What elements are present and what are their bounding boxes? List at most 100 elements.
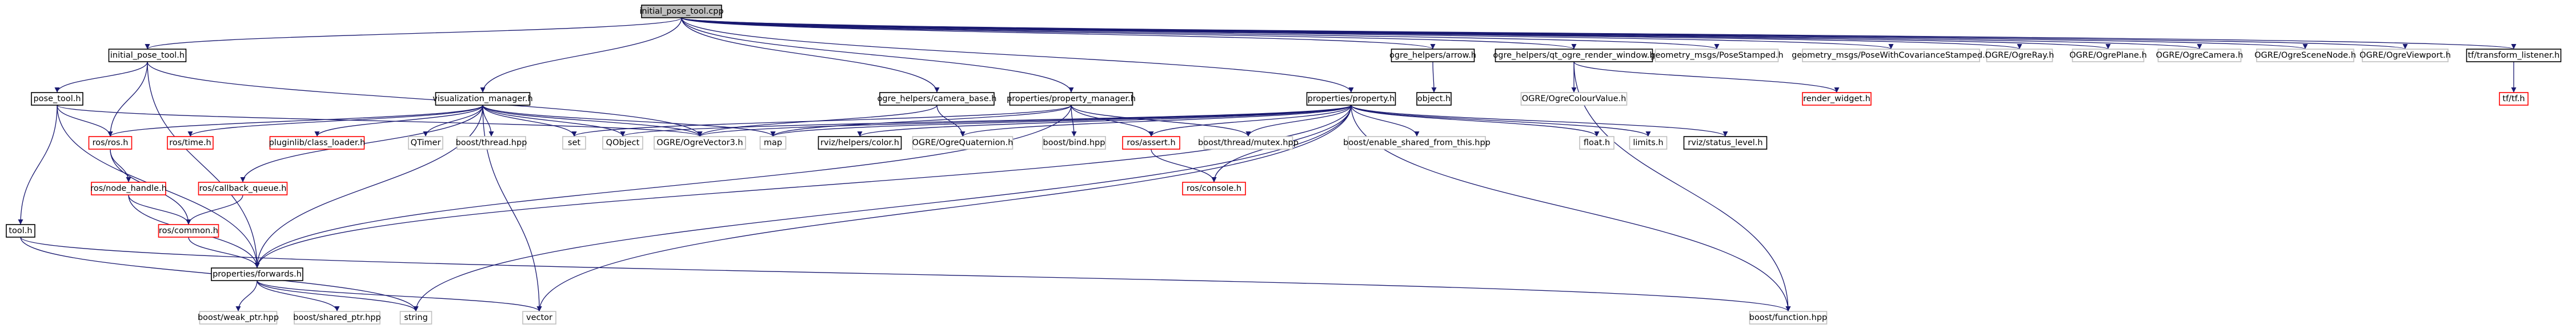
- node-boost_thread_mutex_hpp: boost/thread/mutex.hpp: [1198, 136, 1299, 150]
- node-properties_property_h[interactable]: properties/property.h: [1306, 92, 1396, 106]
- edge-ros_common_h-to-properties_forwards_h: [188, 237, 260, 269]
- node-tf_transform_listener_h[interactable]: tf/transform_listener.h: [2466, 49, 2562, 62]
- node-label: float.h: [1584, 138, 1610, 147]
- edge-initial_pose_tool_cpp-to-tf_transform_listener_h: [681, 17, 2516, 50]
- node-label: ogre_helpers/camera_base.h: [878, 94, 997, 103]
- node-rviz_status_level_h[interactable]: rviz/status_level.h: [1683, 136, 1768, 150]
- edges-layer: [18, 17, 2517, 312]
- edge-initial_pose_tool_cpp-to-properties_property_manager_h: [681, 17, 1074, 93]
- edge-visualization_manager_h-to-QObject: [482, 105, 626, 137]
- edge-properties_property_manager_h-to-set: [571, 105, 1072, 137]
- node-label: boost/thread/mutex.hpp: [1198, 138, 1299, 147]
- node-label: ogre_helpers/arrow.h: [1389, 51, 1476, 60]
- node-box: [1986, 49, 2053, 62]
- edge-visualization_manager_h-to-QTimer: [423, 105, 483, 137]
- edge-ros_ros_h-to-ros_node_handle_h: [110, 149, 131, 183]
- node-label: OGRE/OgreColourValue.h: [1522, 94, 1626, 103]
- node-visualization_manager_h[interactable]: visualization_manager.h: [432, 92, 533, 106]
- node-ros_time_h: ros/time.h: [167, 136, 214, 150]
- node-box: [269, 136, 365, 150]
- node-box: [1749, 311, 1828, 325]
- node-initial_pose_tool_cpp[interactable]: initial_pose_tool.cpp: [639, 5, 724, 18]
- node-OGRE_OgrePlane_h: OGRE/OgrePlane.h: [2069, 49, 2147, 62]
- node-box: [88, 136, 133, 150]
- node-label: properties/property_manager.h: [1007, 94, 1136, 103]
- node-map: map: [759, 136, 787, 150]
- node-box: [1520, 92, 1628, 106]
- node-ogre_helpers_arrow_h[interactable]: ogre_helpers/arrow.h: [1389, 49, 1476, 62]
- edge-properties_property_manager_h-to-map: [770, 105, 1072, 137]
- edge-pose_tool_h-to-OGRE_OgreVector3_h: [57, 105, 703, 137]
- node-label: rviz/helpers/color.h: [820, 138, 899, 147]
- node-OGRE_OgreRay_h: OGRE/OgreRay.h: [1985, 49, 2054, 62]
- edge-visualization_manager_h-to-OGRE_OgreVector3_h: [482, 105, 703, 137]
- node-OGRE_OgreVector3_h: OGRE/OgreVector3.h: [654, 136, 746, 150]
- node-label: OGRE/OgreViewport.h: [2359, 51, 2451, 60]
- node-label: ros/assert.h: [1127, 138, 1175, 147]
- node-tool_h[interactable]: tool.h: [6, 224, 35, 238]
- node-ogre_helpers_qt_ogre_render_window_h[interactable]: ogre_helpers/qt_ogre_render_window.h: [1493, 49, 1655, 62]
- node-box: [2499, 92, 2529, 106]
- edge-initial_pose_tool_h-to-OGRE_OgreVector3_h: [147, 61, 703, 137]
- node-ros_assert_h: ros/assert.h: [1122, 136, 1180, 150]
- edge-properties_property_h-to-boost_thread_mutex_hpp: [1245, 105, 1352, 137]
- edge-properties_property_h-to-limits_h: [1351, 105, 1651, 137]
- edge-ros_callback_queue_h-to-ros_common_h: [186, 194, 243, 225]
- node-label: boost/shared_ptr.hpp: [293, 313, 380, 322]
- edge-tool_h-to-boost_function_hpp: [20, 237, 1791, 312]
- edge-properties_forwards_h-to-boost_weak_ptr_hpp: [235, 280, 258, 312]
- node-label: limits.h: [1633, 138, 1663, 147]
- node-object_h[interactable]: object.h: [1416, 92, 1452, 106]
- node-rviz_helpers_color_h[interactable]: rviz/helpers/color.h: [818, 136, 902, 150]
- node-box: [2466, 49, 2562, 62]
- node-label: ros/time.h: [169, 138, 211, 147]
- edge-ogre_helpers_camera_base_h-to-OGRE_OgreQuaternion_h: [936, 105, 966, 137]
- node-label: geometry_msgs/PoseStamped.h: [1650, 51, 1783, 60]
- node-label: map: [764, 138, 782, 147]
- node-geometry_msgs_PoseWithCovarianceStamped_h: geometry_msgs/PoseWithCovarianceStamped.…: [1792, 49, 1990, 62]
- node-label: ros/callback_queue.h: [199, 184, 287, 193]
- node-box: [2157, 49, 2242, 62]
- edge-properties_property_manager_h-to-properties_forwards_h: [254, 105, 1072, 269]
- node-label: OGRE/OgreVector3.h: [656, 138, 743, 147]
- node-label: boost/thread.hpp: [456, 138, 527, 147]
- node-ogre_helpers_camera_base_h[interactable]: ogre_helpers/camera_base.h: [878, 92, 997, 106]
- node-label: object.h: [1417, 94, 1451, 103]
- node-properties_property_manager_h[interactable]: properties/property_manager.h: [1007, 92, 1136, 106]
- edge-initial_pose_tool_cpp-to-geometry_msgs_PoseStamped_h: [681, 17, 1719, 50]
- node-box: [1416, 92, 1452, 106]
- node-label: OGRE/OgreQuaternion.h: [912, 138, 1013, 147]
- node-pose_tool_h[interactable]: pose_tool.h: [31, 92, 83, 106]
- node-vector: vector: [522, 311, 556, 325]
- edge-properties_forwards_h-to-boost_shared_ptr_hpp: [257, 280, 340, 312]
- node-label: boost/bind.hpp: [1043, 138, 1105, 147]
- node-OGRE_OgreViewport_h: OGRE/OgreViewport.h: [2359, 49, 2451, 62]
- node-initial_pose_tool_h[interactable]: initial_pose_tool.h: [108, 49, 187, 62]
- node-box: [1391, 49, 1475, 62]
- node-box: [2362, 49, 2449, 62]
- node-label: OGRE/OgreCamera.h: [2156, 51, 2244, 60]
- node-box: [456, 136, 526, 150]
- node-box: [1802, 92, 1872, 106]
- node-label: geometry_msgs/PoseWithCovarianceStamped.…: [1792, 51, 1990, 60]
- edge-properties_property_h-to-boost_enable_shared_from_this_hpp: [1351, 105, 1420, 137]
- node-QTimer: QTimer: [408, 136, 443, 150]
- node-label: ros/console.h: [1187, 184, 1241, 193]
- nodes-layer: initial_pose_tool.cpp initial_pose_tool.h…: [6, 5, 2562, 325]
- edge-ogre_helpers_arrow_h-to-object_h: [1431, 61, 1437, 93]
- node-ros_ros_h: ros/ros.h: [88, 136, 133, 150]
- node-label: ros/node_handle.h: [90, 184, 167, 193]
- edge-initial_pose_tool_cpp-to-OGRE_OgreRay_h: [681, 17, 2022, 50]
- node-float_h: float.h: [1579, 136, 1614, 150]
- edge-pose_tool_h-to-ros_ros_h: [57, 105, 113, 137]
- node-ros_node_handle_h: ros/node_handle.h: [90, 182, 167, 195]
- node-label: boost/weak_ptr.hpp: [198, 313, 279, 322]
- node-properties_forwards_h[interactable]: properties/forwards.h: [211, 267, 303, 281]
- edge-visualization_manager_h-to-set: [482, 105, 577, 137]
- node-box: [1348, 136, 1486, 150]
- edge-initial_pose_tool_cpp-to-visualization_manager_h: [480, 17, 682, 93]
- edge-visualization_manager_h-to-ros_ros_h: [107, 105, 483, 137]
- node-box: [435, 92, 531, 106]
- node-label: initial_pose_tool.cpp: [639, 7, 723, 16]
- node-label: initial_pose_tool.h: [110, 51, 185, 60]
